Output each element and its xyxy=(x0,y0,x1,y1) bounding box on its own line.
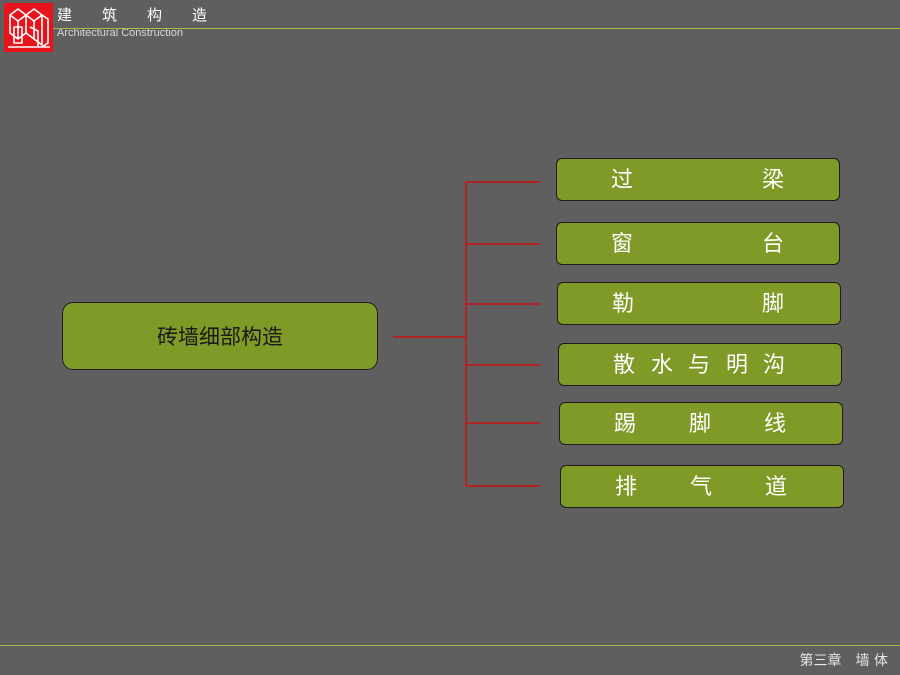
branch-char: 勒 xyxy=(612,292,635,317)
branch-char: 过 xyxy=(611,168,634,193)
branch-char: 明 xyxy=(726,353,749,378)
brand-title-char: 建 xyxy=(57,6,73,24)
branch-char: 踢 xyxy=(614,412,637,437)
branch-char: 脚 xyxy=(762,292,785,317)
branch-node-vent-duct: 排 气 道 xyxy=(560,465,844,508)
branch-node-windowsill: 窗 台 xyxy=(556,222,840,265)
branch-char: 线 xyxy=(764,412,787,437)
branch-char: 与 xyxy=(688,353,711,378)
branch-node-apron-drain: 散 水 与 明 沟 xyxy=(558,343,842,386)
branch-node-plinth: 勒 脚 xyxy=(557,282,841,325)
branch-char: 水 xyxy=(651,353,674,378)
branch-char: 脚 xyxy=(689,412,712,437)
branch-node-skirting: 踢 脚 线 xyxy=(559,402,843,445)
branch-char: 道 xyxy=(765,475,788,500)
branch-char: 梁 xyxy=(762,168,785,193)
brand-title-char: 构 xyxy=(147,6,163,24)
branch-char: 沟 xyxy=(763,353,786,378)
branch-char: 窗 xyxy=(611,232,634,257)
branch-char: 气 xyxy=(690,475,713,500)
branch-node-lintel: 过 梁 xyxy=(556,158,840,201)
footer-rule xyxy=(0,645,900,646)
main-node-label: 砖墙细部构造 xyxy=(157,325,283,349)
branch-char: 散 xyxy=(613,353,636,378)
brand-title-char: 筑 xyxy=(102,6,118,24)
brand-subtitle: Architectural Construction xyxy=(57,27,183,39)
branch-char: 排 xyxy=(615,475,638,500)
logo xyxy=(4,3,53,52)
header-rule xyxy=(53,28,900,29)
brand-title-char: 造 xyxy=(192,6,208,24)
brand-title: 建筑构造 xyxy=(57,6,237,24)
branch-char: 台 xyxy=(762,232,785,257)
main-node: 砖墙细部构造 xyxy=(62,302,378,370)
footer-chapter: 第三章 墙 体 xyxy=(799,653,888,669)
